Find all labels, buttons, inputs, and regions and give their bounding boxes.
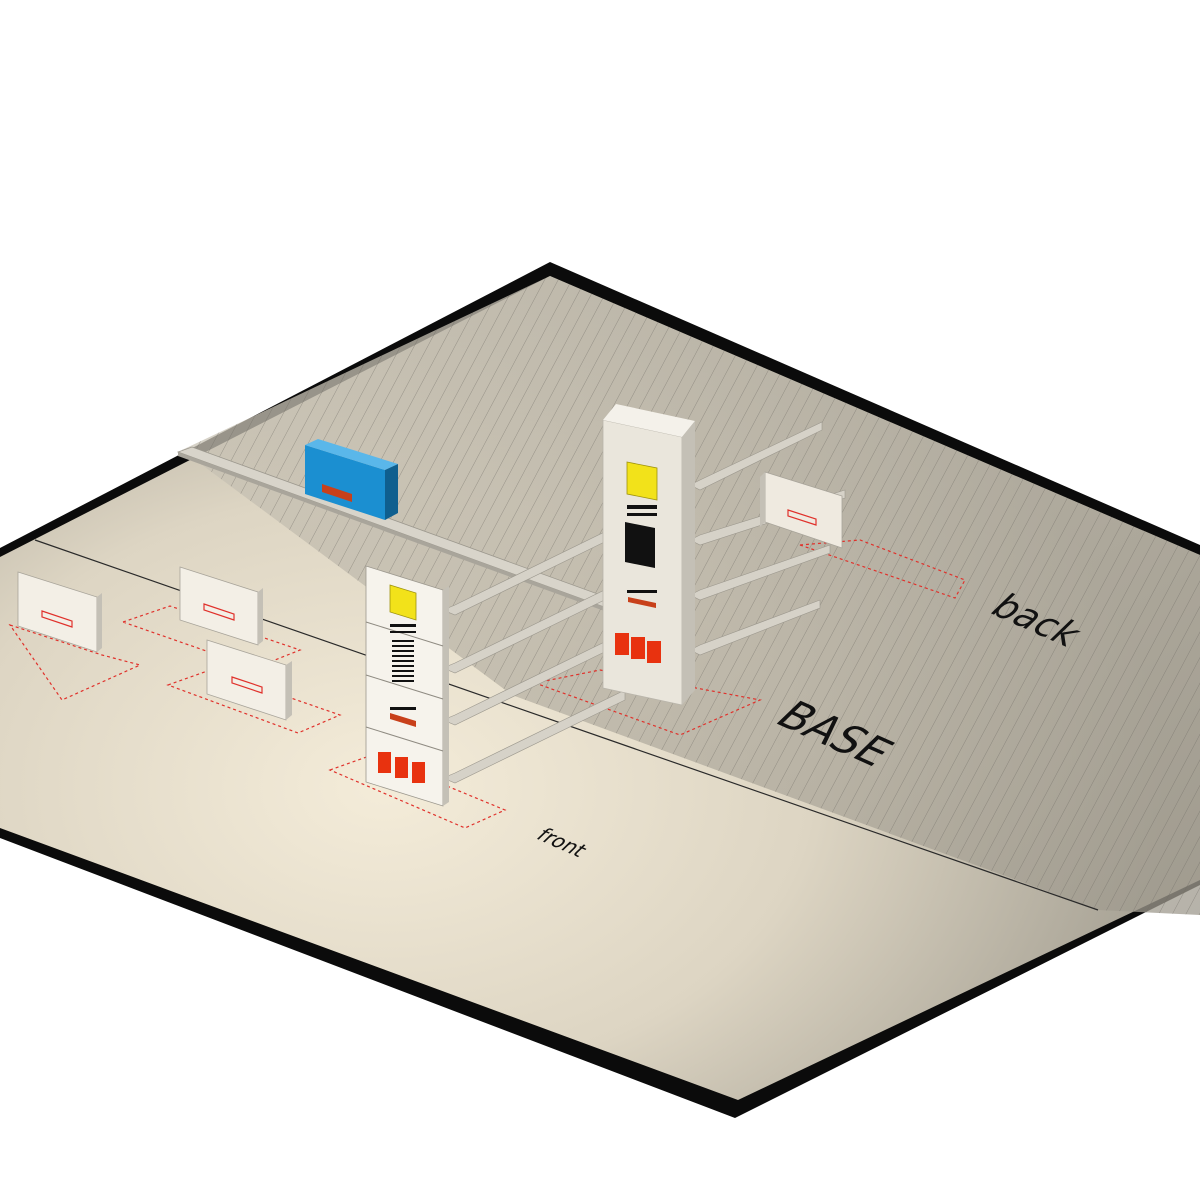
back-panel-slot <box>787 509 817 526</box>
front-black-bar-1 <box>390 624 416 627</box>
back-red-block-3 <box>647 641 661 663</box>
back-red-block-2 <box>631 637 645 659</box>
footprint-center <box>532 669 763 736</box>
front-black-bar-3 <box>390 707 416 710</box>
blue-module-side <box>385 464 398 520</box>
front-divider-2 <box>365 674 444 700</box>
panel-left-slot <box>41 610 73 628</box>
front-red-slot <box>390 713 416 727</box>
footprint-mid-2 <box>166 669 342 734</box>
rails <box>442 421 846 784</box>
front-column <box>365 565 449 807</box>
footprints <box>8 539 966 829</box>
back-shelf-edge <box>178 452 662 632</box>
back-shelf <box>176 439 677 632</box>
back-black-bar-2 <box>627 513 657 516</box>
blue-module-top <box>305 439 398 470</box>
rail-back-4 <box>689 599 821 656</box>
back-black-module <box>625 522 655 568</box>
back-red-slot <box>628 597 656 608</box>
front-yellow-module <box>389 584 417 621</box>
back-yellow-module <box>626 461 658 501</box>
base-plate <box>0 262 1200 1118</box>
footprint-mid-1 <box>121 605 302 669</box>
left-panels <box>17 566 292 721</box>
footprint-back <box>799 539 966 599</box>
rail-back-1 <box>689 421 823 491</box>
back-column-side <box>682 421 695 705</box>
rail-back-3 <box>689 544 831 601</box>
back-black-bar-1 <box>627 505 657 509</box>
front-black-bar-2 <box>390 631 416 633</box>
front-red-blocks <box>378 752 425 783</box>
back-panel <box>760 471 843 549</box>
front-divider-3 <box>365 726 444 752</box>
back-panel-side <box>760 472 765 527</box>
blue-module <box>305 439 398 520</box>
back-black-bar-3 <box>627 590 657 593</box>
front-red-block-1 <box>378 752 391 773</box>
footprint-front <box>328 754 507 829</box>
back-red-block-1 <box>615 633 629 655</box>
front-column-side <box>443 586 449 806</box>
front-stripes <box>392 640 414 682</box>
panel-mid-2 <box>206 639 292 721</box>
back-column <box>602 404 695 706</box>
panel-mid-1-side <box>258 588 263 645</box>
front-red-block-2 <box>395 757 408 778</box>
panel-left-side <box>97 593 102 652</box>
panel-mid-2-slot <box>231 676 263 694</box>
rail-bottom <box>442 689 626 784</box>
back-red-blocks <box>615 633 661 663</box>
panel-mid-1 <box>179 566 263 646</box>
front-divider-1 <box>365 621 444 647</box>
panel-left <box>17 571 102 653</box>
back-column-top <box>603 404 695 437</box>
panel-mid-1-slot <box>203 603 235 621</box>
blue-module-slot <box>322 484 352 502</box>
front-red-block-3 <box>412 762 425 783</box>
panel-mid-2-side <box>286 661 292 720</box>
